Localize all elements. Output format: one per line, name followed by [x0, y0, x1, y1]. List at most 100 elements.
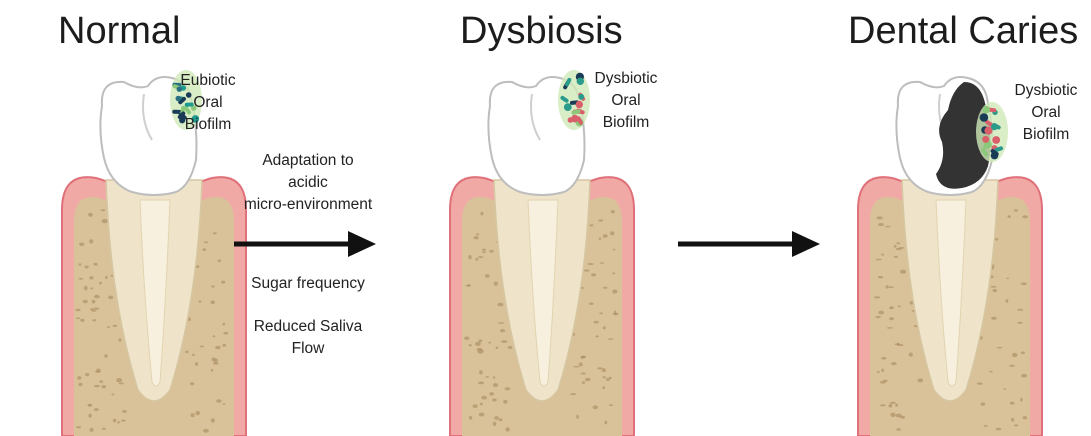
bone-pore: [102, 428, 106, 430]
bone-pore: [492, 399, 497, 402]
bone-pore: [89, 239, 93, 243]
bone-pore: [890, 413, 895, 417]
bone-pore: [499, 418, 503, 421]
bone-pore: [111, 394, 114, 396]
bone-pore: [579, 363, 583, 367]
bone-pore: [589, 303, 594, 305]
bone-pore: [613, 313, 619, 316]
bone-pore: [593, 405, 599, 409]
bone-pore: [1021, 374, 1027, 378]
bone-pore: [599, 312, 603, 314]
bone-pore: [88, 414, 91, 418]
bone-pore: [588, 263, 594, 265]
biofilm-label-line: Biofilm: [168, 114, 248, 136]
bone-pore: [99, 282, 102, 285]
bone-pore: [896, 248, 902, 251]
bone-pore: [595, 335, 599, 337]
bone-pore: [79, 243, 84, 247]
bacterium: [983, 106, 990, 113]
bone-pore: [1009, 365, 1015, 367]
bone-pore: [199, 300, 202, 302]
bone-pore: [122, 410, 127, 413]
bone-pore: [606, 378, 610, 381]
saliva-line: Reduced Saliva: [226, 316, 390, 338]
saliva-line: Flow: [226, 338, 390, 360]
bone-pore: [603, 234, 608, 237]
adaptation-text: Adaptation to acidic micro-environment: [226, 150, 390, 216]
bone-pore: [1003, 388, 1006, 390]
biofilm-label-normal: Eubiotic Oral Biofilm: [168, 70, 248, 136]
bone-pore: [101, 209, 106, 211]
bone-pore: [223, 323, 226, 326]
bone-pore: [192, 354, 195, 356]
biofilm-label-caries: Dysbiotic Oral Biofilm: [1006, 80, 1086, 146]
stage-title-dysbiosis: Dysbiosis: [460, 10, 623, 53]
bone-pore: [216, 399, 221, 402]
bone-pore: [89, 276, 93, 279]
bone-pore: [891, 362, 897, 365]
stage-title-normal: Normal: [58, 10, 180, 53]
bone-pore: [877, 216, 883, 219]
bone-pore: [584, 269, 590, 271]
bone-pore: [213, 232, 217, 234]
bone-pore: [603, 326, 606, 329]
bone-pore: [608, 338, 614, 340]
bone-pore: [94, 385, 100, 387]
bone-pore: [493, 422, 496, 426]
bone-pore: [896, 414, 902, 418]
bone-pore: [1007, 278, 1010, 280]
bone-pore: [874, 296, 880, 298]
bone-pore: [889, 317, 894, 320]
bone-pore: [90, 287, 93, 289]
bone-pore: [113, 419, 116, 423]
bone-pore: [880, 404, 886, 406]
bone-pore: [880, 381, 886, 384]
bone-pore: [480, 403, 483, 406]
bone-pore: [113, 325, 118, 327]
bone-pore: [211, 285, 214, 287]
bone-pore: [223, 403, 226, 405]
bone-pore: [482, 251, 486, 253]
bone-pore: [881, 254, 884, 256]
bone-pore: [116, 378, 122, 382]
bone-pore: [493, 376, 495, 379]
stage-title-dental-caries: Dental Caries: [848, 10, 1078, 53]
bone-pore: [1021, 283, 1027, 286]
arrow-right-icon: [676, 228, 822, 260]
bone-pore: [900, 270, 906, 274]
bacterium: [564, 103, 572, 111]
bone-pore: [478, 256, 484, 258]
bone-pore: [603, 376, 606, 378]
bone-pore: [1010, 402, 1015, 405]
bone-pore: [582, 381, 585, 384]
bone-pore: [488, 342, 491, 344]
bone-pore: [993, 289, 997, 292]
bone-pore: [88, 213, 93, 217]
bone-pore: [117, 421, 119, 424]
sugar-frequency-text: Sugar frequency: [226, 273, 390, 295]
bone-pore: [84, 266, 88, 269]
bone-pore: [107, 326, 111, 328]
bone-pore: [977, 382, 983, 384]
biofilm-label-line: Dysbiotic: [1006, 80, 1086, 102]
bone-pore: [603, 386, 606, 389]
bone-pore: [84, 286, 88, 290]
bone-pore: [218, 260, 222, 263]
bone-pore: [593, 321, 599, 324]
bone-pore: [890, 402, 896, 404]
bone-pore: [897, 343, 900, 346]
bacterium: [982, 136, 989, 143]
bone-pore: [76, 426, 81, 428]
bone-pore: [211, 369, 214, 372]
bone-pore: [1014, 209, 1018, 211]
bone-pore: [1022, 215, 1028, 218]
bone-pore: [881, 357, 886, 360]
biofilm-label-dysbiosis: Dysbiotic Oral Biofilm: [586, 68, 666, 134]
bone-pore: [886, 285, 889, 288]
bone-pore: [494, 416, 499, 420]
bone-pore: [611, 210, 615, 213]
bone-pore: [191, 413, 195, 417]
bone-pore: [991, 317, 997, 320]
bone-pore: [473, 404, 478, 408]
biofilm-label-line: Eubiotic: [168, 70, 248, 92]
